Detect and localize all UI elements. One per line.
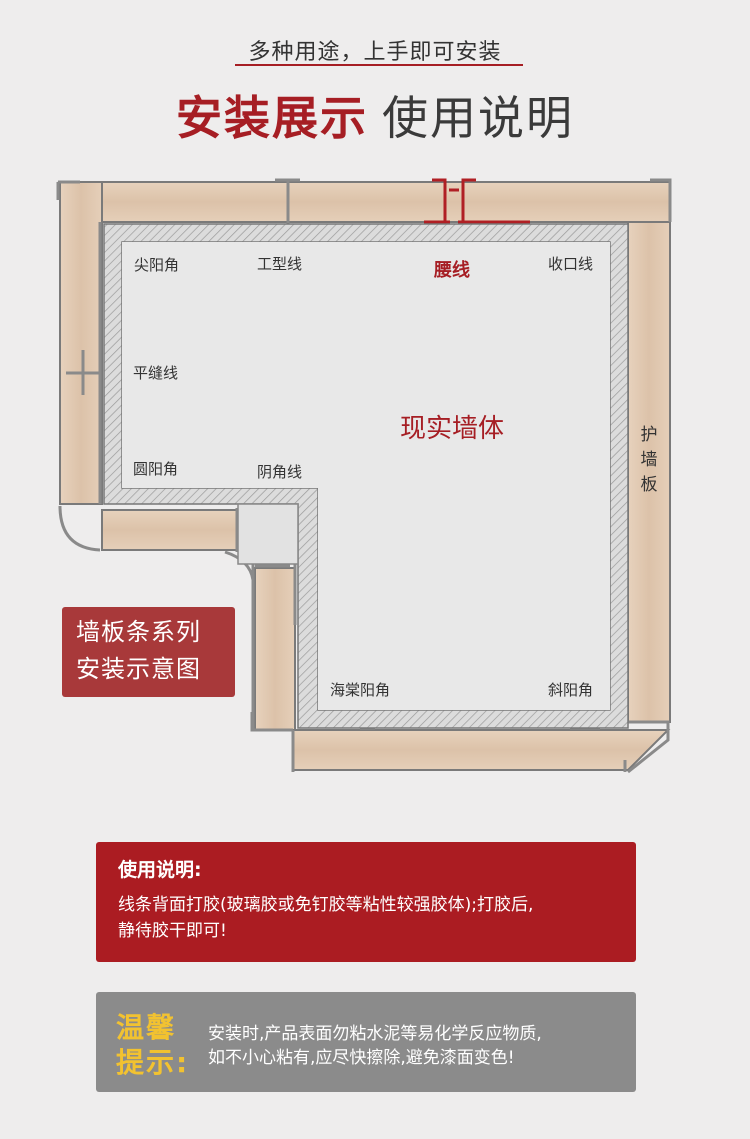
label-yuan-yang-jiao: 圆阳角 — [133, 460, 179, 478]
label-hai-tang-yang-jiao: 海棠阳角 — [330, 681, 391, 699]
installation-diagram: 尖阳角 工型线 腰线 收口线 平缝线 现实墙体 圆阳角 阴角线 护墙板 海棠阳角… — [0, 170, 750, 790]
label-shou-kou-xian: 收口线 — [548, 255, 594, 273]
usage-box: 使用说明: 线条背面打胶(玻璃胶或免钉胶等粘性较强胶体);打胶后, 静待胶干即可… — [96, 842, 636, 962]
usage-text-line1: 线条背面打胶(玻璃胶或免钉胶等粘性较强胶体);打胶后, — [118, 895, 534, 915]
tip-title-line2: 提示: — [116, 1046, 190, 1079]
label-ping-feng-xian: 平缝线 — [133, 364, 179, 382]
series-line1: 墙板条系列 — [76, 618, 201, 646]
tip-title: 温馨 提示: — [116, 1010, 189, 1080]
label-gong-xing-xian: 工型线 — [257, 255, 303, 273]
waist-line-connector — [424, 178, 530, 224]
wall-label: 现实墙体 — [400, 414, 505, 444]
label-yao-xian: 腰线 — [434, 260, 470, 281]
label-hu-qiang-ban: 护墙板 — [640, 425, 658, 495]
tip-text-line1: 安装时,产品表面勿粘水泥等易化学反应物质, — [208, 1024, 542, 1044]
tip-title-line1: 温馨 — [116, 1011, 177, 1044]
subtitle: 多种用途，上手即可安装 — [248, 40, 502, 65]
subtitle-underline — [235, 64, 523, 66]
page-title-gray: 使用说明 — [382, 91, 574, 145]
wall-body — [122, 242, 610, 710]
label-yin-jiao-xian: 阴角线 — [257, 463, 303, 481]
diagram-drawing — [56, 178, 672, 774]
series-line2: 安装示意图 — [76, 655, 201, 683]
tip-text-line2: 如不小心粘有,应尽快擦除,避免漆面变色! — [208, 1048, 515, 1068]
label-xie-yang-jiao: 斜阳角 — [548, 681, 594, 699]
page-title-red: 安装展示 — [176, 91, 368, 145]
usage-text: 线条背面打胶(玻璃胶或免钉胶等粘性较强胶体);打胶后, 静待胶干即可! — [118, 892, 614, 944]
tip-text: 安装时,产品表面勿粘水泥等易化学反应物质, 如不小心粘有,应尽快擦除,避免漆面变… — [208, 1022, 542, 1070]
usage-title: 使用说明: — [118, 859, 202, 881]
wall-corner-fill — [237, 503, 299, 565]
plus-connector — [66, 350, 100, 395]
series-box: 墙板条系列 安装示意图 — [62, 607, 235, 697]
wood-panels — [57, 181, 671, 771]
page-title: 安装展示使用说明 — [0, 82, 750, 148]
usage-text-line2: 静待胶干即可! — [118, 921, 227, 941]
label-jian-yang-jiao: 尖阳角 — [134, 256, 180, 274]
tip-box: 温馨 提示: 安装时,产品表面勿粘水泥等易化学反应物质, 如不小心粘有,应尽快擦… — [96, 992, 636, 1092]
